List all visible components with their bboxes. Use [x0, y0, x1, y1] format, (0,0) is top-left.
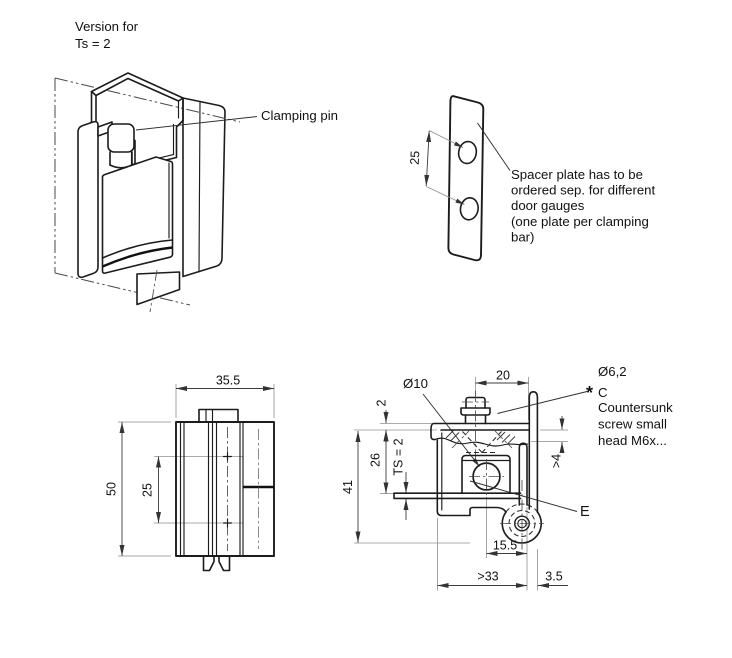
front-body-outline [175, 421, 275, 557]
spacer-hole-bottom [459, 197, 479, 221]
iso-clamping-pin [107, 123, 135, 169]
side-frame-sheet [528, 391, 539, 513]
side-dim-2-value: 2 [375, 399, 389, 406]
door-panel-phantom-top [54, 77, 241, 123]
front-dim-width-value: 35.5 [216, 374, 240, 388]
side-e-leader [469, 480, 578, 512]
front-dim-height-value: 50 [105, 482, 119, 496]
side-dim-20-value: 20 [496, 369, 510, 383]
side-label-d62: Ø6,2 [598, 364, 627, 379]
door-panel-phantom-bottom [54, 272, 191, 306]
side-label-star: * [586, 383, 593, 403]
front-view: 35.5 50 25 [105, 374, 275, 572]
front-top-tab [198, 408, 239, 423]
side-note-line1: Countersunk [598, 400, 673, 415]
side-pin-centerlines [469, 459, 504, 496]
spacer-dim25-ext-bottom [426, 186, 465, 205]
clamping-pin-label: Clamping pin [261, 108, 338, 123]
side-ext-gt4 [531, 429, 568, 442]
side-dim-35-value: 3.5 [545, 570, 562, 584]
front-hole-cross-bottom [222, 518, 233, 528]
front-top-tab-slot [205, 408, 214, 423]
front-left-fold-lines [179, 421, 185, 557]
side-dim-26-value: 26 [369, 453, 383, 467]
iso-bottom-tongue [136, 271, 181, 306]
front-hole-cross-top [222, 451, 233, 462]
side-view: 20 Ø10 2 26 TS = 2 41 >4 15.5 >33 3.5 [341, 364, 673, 591]
spacer-plate-outline [447, 95, 485, 262]
spacer-note-leader [477, 122, 511, 171]
side-top-plate-top [430, 422, 530, 441]
front-prong-right [218, 555, 231, 572]
side-c-leader [497, 391, 588, 414]
side-label-e: E [580, 504, 590, 520]
isometric-view: Version for Ts = 2 [54, 19, 338, 313]
spacer-note-line1: Spacer plate has to be [511, 167, 643, 182]
side-label-c: C [598, 385, 608, 400]
iso-front-jaw [101, 156, 174, 274]
iso-title-line2: Ts = 2 [75, 36, 111, 51]
side-dim-ts-value: TS = 2 [392, 438, 406, 475]
side-break-line [434, 437, 529, 447]
side-left-wall [436, 439, 507, 517]
front-prong-left [202, 555, 215, 572]
iso-title-line1: Version for [75, 19, 139, 34]
side-dim-155-value: 15.5 [493, 539, 517, 553]
side-dim-gt4-value: >4 [550, 454, 564, 468]
side-dim-gt33-value: >33 [477, 570, 498, 584]
front-ext-width [175, 384, 275, 418]
side-bracket-leg [518, 442, 528, 506]
side-note-line2: screw small [598, 417, 667, 432]
side-hatching [445, 429, 516, 445]
spacer-note-line5: bar) [511, 229, 534, 244]
front-right-fold-lines [239, 421, 244, 557]
side-door-sheet [393, 492, 522, 500]
iso-tongue-centerline [149, 269, 158, 313]
spacer-dim25-ext-top [429, 130, 464, 148]
spacer-note-line4: (one plate per clamping [511, 214, 649, 229]
iso-left-jaw [77, 120, 99, 279]
front-mid-fold-lines [207, 421, 218, 557]
iso-cup-rim [90, 72, 184, 102]
side-dim-d10-value: Ø10 [403, 376, 428, 391]
clamping-pin-leader [135, 116, 258, 131]
front-hole-centerlines [154, 456, 243, 524]
side-countersink-hidden [462, 431, 502, 454]
side-countersink-centerlines [451, 430, 513, 449]
spacer-note-line3: door gauges [511, 198, 585, 213]
front-ext-height [118, 421, 171, 557]
side-note-line3: head M6x... [598, 433, 667, 448]
side-dim-41-value: 41 [341, 480, 355, 494]
iso-flange-fold [198, 100, 201, 273]
spacer-hole-top [457, 140, 478, 165]
spacer-dim25-line [424, 130, 432, 187]
front-dim-holes-value: 25 [141, 483, 155, 497]
side-pin-holder [461, 454, 511, 494]
spacer-note-line2: ordered sep. for different [511, 183, 656, 198]
iso-right-flange [182, 97, 226, 278]
iso-jaw-curve-b [102, 246, 173, 268]
spacer-dim25-value: 25 [408, 150, 423, 165]
spacer-plate-view: 25 Spacer plate has to be ordered sep. f… [408, 95, 656, 262]
iso-jaw-curve-a [101, 239, 174, 259]
